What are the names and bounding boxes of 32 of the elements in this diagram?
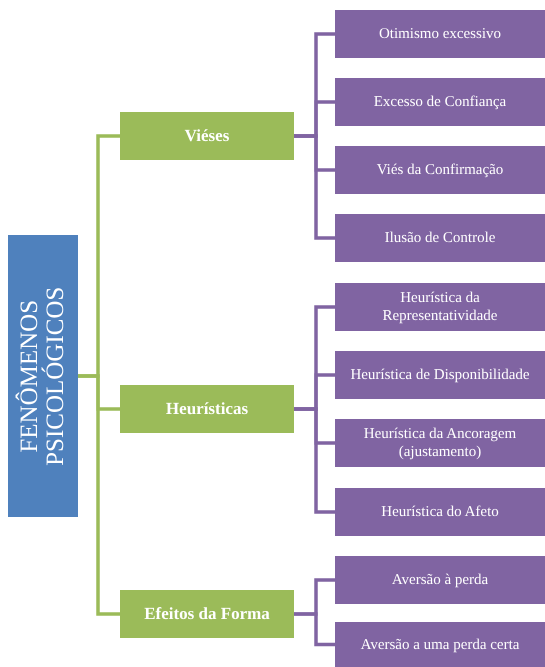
connector-line <box>78 374 120 616</box>
connector-line <box>294 407 335 514</box>
topic-label: FENÔMENOS PSICOLÓGICOS <box>16 285 70 468</box>
item-box <box>335 488 545 536</box>
item-label: Heurística de Disponibilidade <box>350 366 530 384</box>
item-label: Heurística da Representatividade <box>382 289 498 325</box>
item-box <box>335 556 545 604</box>
category-box <box>120 112 294 160</box>
category-box <box>120 590 294 638</box>
item-box <box>335 214 545 262</box>
category-label: Viéses <box>184 126 230 146</box>
item-label: Ilusão de Controle <box>384 229 496 247</box>
item-box <box>335 146 545 194</box>
item-box <box>335 10 545 58</box>
connector-line <box>294 134 335 240</box>
category-box <box>120 385 294 433</box>
connector-line <box>294 612 335 646</box>
item-label: Otimismo excessivo <box>378 25 502 43</box>
category-label: Efeitos da Forma <box>144 604 270 624</box>
topic-box <box>8 235 78 517</box>
item-label: Viés da Confirmação <box>376 161 504 179</box>
item-box <box>335 419 545 467</box>
item-box <box>335 351 545 399</box>
item-label: Heurística da Ancoragem (ajustamento) <box>362 425 518 461</box>
item-label: Heurística do Afeto <box>381 503 499 521</box>
category-label: Heurísticas <box>166 399 248 419</box>
item-label: Aversão à perda <box>392 571 488 589</box>
item-box <box>335 283 545 331</box>
item-label: Aversão a uma perda certa <box>360 636 520 654</box>
item-label: Excesso de Confiança <box>374 93 506 111</box>
item-box <box>335 78 545 126</box>
item-box <box>335 622 545 667</box>
